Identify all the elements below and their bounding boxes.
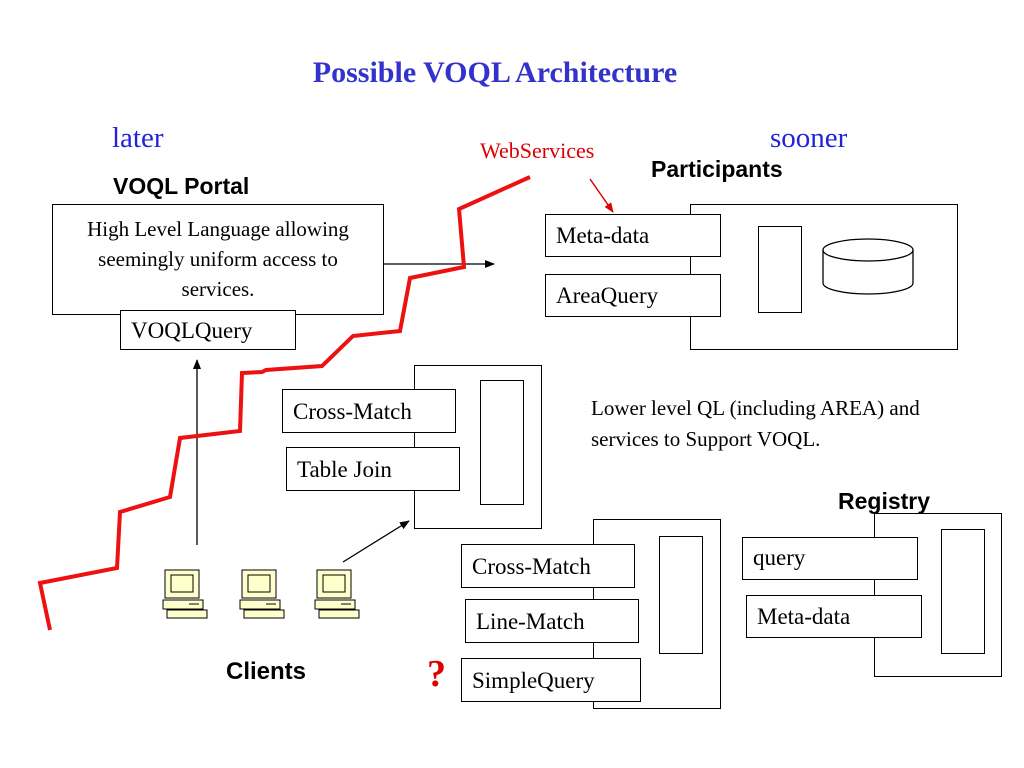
participants-metadata: Meta-data	[545, 214, 721, 257]
webservices-label: WebServices	[480, 138, 595, 163]
voql-portal-heading: VOQL Portal	[113, 173, 250, 199]
question-mark: ?	[427, 653, 446, 695]
portal-description: High Level Language allowing seemingly u…	[87, 217, 349, 301]
registry-inner-rect	[941, 529, 985, 654]
client-computer-icon	[314, 569, 360, 619]
clients-heading: Clients	[226, 658, 307, 685]
middle-inner-rect	[480, 380, 524, 505]
webservices-arrow	[589, 178, 614, 213]
database-icon	[822, 238, 914, 295]
participants-inner-rect	[758, 226, 802, 313]
middle-table-join: Table Join	[286, 447, 460, 491]
lower-cross-match: Cross-Match	[461, 544, 635, 588]
lower-simplequery: SimpleQuery	[461, 658, 641, 702]
sooner-label: sooner	[770, 122, 848, 154]
slide-title: Possible VOQL Architecture	[312, 56, 678, 89]
lower-level-note: Lower level QL (including AREA) and serv…	[591, 396, 920, 451]
client-computer-icon	[239, 569, 285, 619]
participants-heading: Participants	[651, 156, 783, 182]
evolution-red-line	[37, 175, 531, 631]
lower-line-match: Line-Match	[465, 599, 639, 643]
registry-query: query	[742, 537, 918, 580]
participants-areaquery: AreaQuery	[545, 274, 721, 317]
lower-inner-rect	[659, 536, 703, 654]
client-to-middle-arrow	[342, 520, 410, 563]
registry-heading: Registry	[838, 488, 931, 514]
middle-cross-match: Cross-Match	[282, 389, 456, 433]
voqlquery-label: VOQLQuery	[120, 310, 296, 350]
registry-metadata: Meta-data	[746, 595, 922, 638]
client-computer-icon	[162, 569, 208, 619]
later-label: later	[112, 122, 164, 154]
